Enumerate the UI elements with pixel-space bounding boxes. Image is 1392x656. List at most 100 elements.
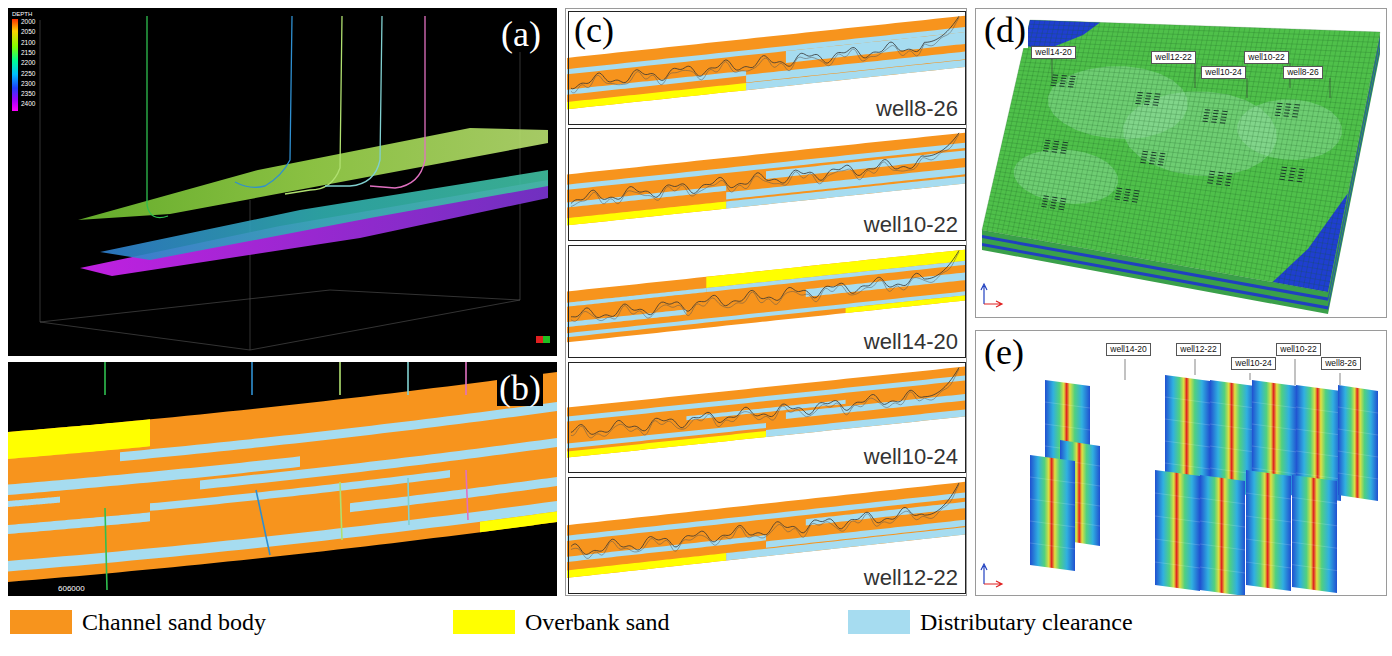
facies-section bbox=[8, 362, 557, 596]
3d-surface-view bbox=[285, 16, 342, 194]
axis-title: DEPTH bbox=[12, 11, 32, 17]
well-column-model bbox=[1155, 470, 1200, 591]
3d-grid-model bbox=[1041, 75, 1304, 210]
well-section bbox=[567, 553, 726, 578]
section-panel: well10-22 bbox=[568, 128, 966, 241]
well-section bbox=[567, 16, 965, 109]
scale-value: 2250 bbox=[21, 71, 35, 78]
well-name: well12-22 bbox=[862, 567, 960, 589]
well-section bbox=[571, 252, 959, 321]
3d-surface-view bbox=[147, 16, 168, 218]
3d-surface-view bbox=[325, 16, 382, 186]
3d-grid-model bbox=[984, 301, 1002, 307]
3d-surface-view bbox=[536, 336, 543, 343]
figure-panel: (a) bbox=[8, 8, 557, 356]
3d-grid-model bbox=[981, 20, 1380, 314]
section-panel: well14-20 bbox=[568, 245, 966, 358]
well-column-model bbox=[1292, 497, 1337, 570]
well-tag-text: well10-24 bbox=[1235, 359, 1272, 368]
figure-panel: (e)well14-20well12-22well10-24well10-22w… bbox=[975, 330, 1387, 596]
scale-value: 2000 bbox=[21, 19, 35, 26]
well-tag: well10-22 bbox=[1244, 51, 1289, 64]
well-section bbox=[726, 176, 965, 208]
well-section bbox=[571, 484, 959, 558]
well-section bbox=[567, 431, 766, 458]
well-section bbox=[571, 483, 959, 555]
legend-text: Overbank sand bbox=[525, 610, 670, 634]
well-section bbox=[567, 250, 965, 343]
well-section bbox=[567, 201, 726, 225]
well-section bbox=[567, 133, 965, 226]
facies-section bbox=[408, 362, 409, 525]
panel-letter: (c) bbox=[572, 12, 616, 48]
well-column-model bbox=[1200, 498, 1245, 573]
well-column-model bbox=[1246, 470, 1291, 591]
scale-value: 2300 bbox=[21, 81, 35, 88]
well-column-model bbox=[1030, 455, 1075, 571]
well-tag: well14-20 bbox=[1106, 343, 1151, 356]
well-tag-text: well8-26 bbox=[1325, 359, 1357, 368]
well-section bbox=[571, 18, 959, 93]
figure-panel: (c)well8-26 well10-22 well14-20 well10-24 we… bbox=[565, 8, 967, 596]
well-section bbox=[567, 482, 965, 578]
well-section bbox=[726, 527, 965, 560]
panel-letter: (e) bbox=[982, 334, 1026, 370]
facies-section bbox=[8, 372, 557, 582]
well-tag-text: well10-24 bbox=[1205, 68, 1242, 77]
well-section bbox=[571, 16, 959, 89]
section-panel: well10-24 bbox=[568, 362, 966, 473]
well-column-model bbox=[1296, 407, 1341, 479]
well-section bbox=[766, 410, 965, 438]
well-tag: well14-20 bbox=[1031, 46, 1076, 59]
well-section bbox=[846, 295, 965, 313]
well-tag-text: well14-20 bbox=[1110, 345, 1147, 354]
facies-section bbox=[8, 497, 60, 507]
section-panel: well8-26 bbox=[568, 11, 966, 125]
scale-value: 2100 bbox=[21, 40, 35, 47]
scale-value: 2400 bbox=[21, 101, 35, 108]
panel-letter: (d) bbox=[982, 12, 1028, 48]
3d-grid-model bbox=[982, 20, 1380, 292]
legend-text: Channel sand body bbox=[82, 610, 266, 634]
figure-panel: (b) bbox=[8, 362, 557, 596]
well-tag-text: well10-22 bbox=[1280, 345, 1317, 354]
3d-surface-view bbox=[8, 8, 557, 356]
scale-value: 2200 bbox=[21, 60, 35, 67]
legend-entry: Overbank sand bbox=[453, 610, 873, 640]
well-column-model bbox=[1292, 475, 1337, 593]
well-tag-text: well10-22 bbox=[1248, 53, 1285, 62]
well-section bbox=[567, 83, 746, 109]
legend-swatch bbox=[10, 610, 72, 634]
well-tag: well8-26 bbox=[1283, 66, 1323, 79]
well-name: well10-22 bbox=[862, 214, 960, 236]
panel-letter: (a) bbox=[499, 16, 543, 52]
facies-section bbox=[105, 362, 107, 590]
well-column-model bbox=[1246, 493, 1291, 568]
well-column-model bbox=[1155, 493, 1200, 568]
well-tag: well10-24 bbox=[1231, 357, 1276, 370]
well-tag: well12-22 bbox=[1151, 51, 1196, 64]
well-tag-text: well8-26 bbox=[1287, 68, 1319, 77]
well-section bbox=[567, 288, 706, 307]
coordinate-label: 606000 bbox=[58, 585, 85, 593]
well-name: well10-24 bbox=[862, 446, 960, 468]
well-column-model bbox=[1210, 402, 1255, 474]
well-tag: well8-26 bbox=[1321, 357, 1361, 370]
facies-section bbox=[340, 362, 342, 540]
well-section bbox=[571, 368, 959, 435]
well-column-model bbox=[1030, 477, 1075, 549]
scale-value: 2350 bbox=[21, 91, 35, 98]
legend-swatch bbox=[453, 610, 515, 634]
facies-section bbox=[252, 362, 270, 555]
3d-surface-view bbox=[370, 16, 425, 188]
well-column-model bbox=[1338, 407, 1378, 479]
3d-surface-view bbox=[8, 8, 557, 356]
3d-surface-view bbox=[12, 19, 18, 111]
figure-panel: (d)well14-20 well12-22 well10-22 well10-24 w… bbox=[975, 8, 1387, 318]
legend-entry: Channel sand body bbox=[10, 610, 430, 640]
3d-grid-model bbox=[1273, 193, 1348, 292]
well-section bbox=[571, 133, 959, 204]
